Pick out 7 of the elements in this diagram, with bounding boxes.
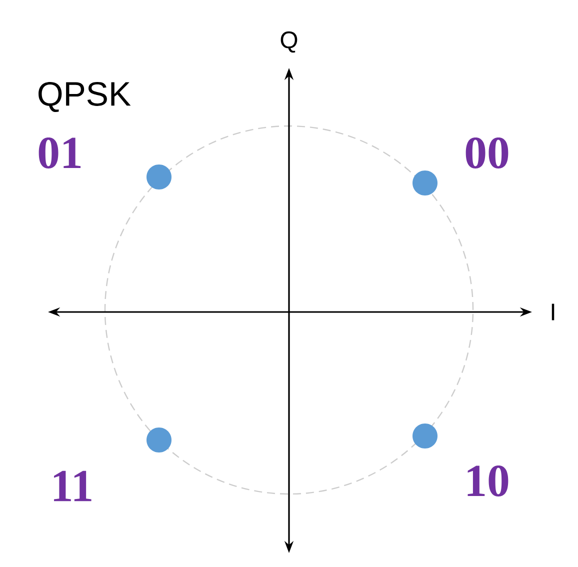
symbol-bits: 10 (468, 466, 508, 496)
symbol-bits: 11 (54, 470, 92, 502)
title-text: QPSK (38, 82, 131, 112)
symbol-bits: 00 (466, 138, 508, 168)
axis-label: Q (280, 31, 298, 53)
axis-label: I (552, 304, 554, 320)
symbol-bits: 01 (38, 138, 81, 168)
